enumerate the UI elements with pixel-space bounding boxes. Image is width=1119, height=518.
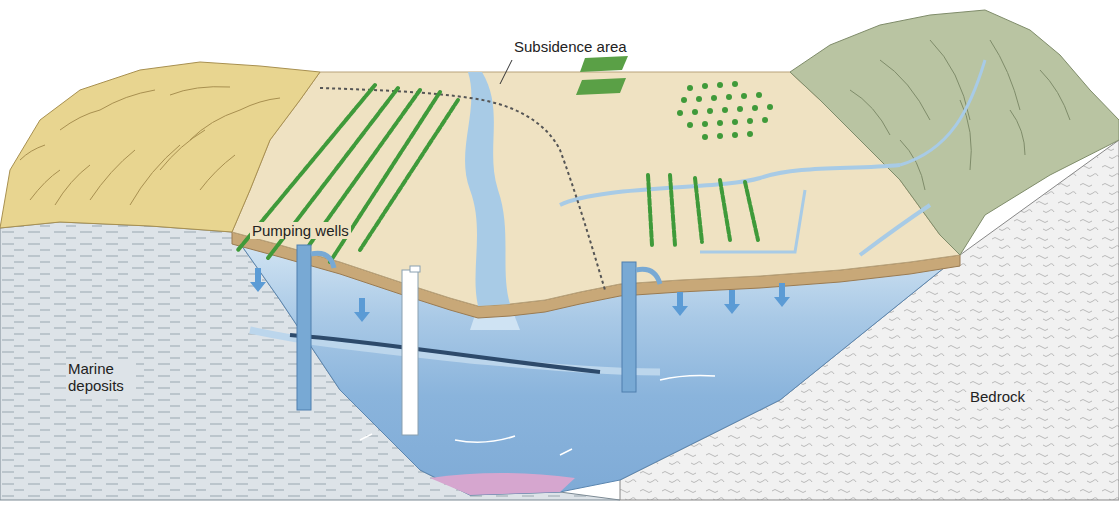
left-hills-part-part [30,145,180,205]
orchard-part [747,118,753,124]
streams-part [560,165,900,205]
subsidence-boundary [320,60,605,290]
streams-part [860,205,930,255]
pumping-wells-part [297,245,311,410]
right-mountains [790,10,1119,255]
region-label: Pumping wells [250,222,351,239]
orchard-part [756,92,762,98]
orchard-part [702,83,708,89]
pumping-wells-part [636,269,660,284]
recharge-arrows-part [354,298,370,322]
aquifer-part [360,434,572,455]
label-text: Subsidence area [514,38,627,55]
orchard-part [732,81,738,87]
subsidence-boundary-part [320,88,605,290]
left-hills-part [20,87,280,205]
crop-rows-part [648,175,652,245]
right-mountains-part-part [850,90,1025,190]
leader-line [500,60,512,84]
orchard-part [726,94,732,100]
crop-rows-part [360,100,458,250]
orchard-part [722,107,728,113]
orchard-part [752,105,758,111]
aquifer-part [430,473,575,495]
aquifer-part [455,436,515,442]
right-mountains-part [900,60,985,165]
region-label: Marine deposits [66,360,136,395]
aquifer-part [290,335,600,372]
crop-rows-part [720,180,730,240]
left-hills-part-part [20,98,280,190]
pumping-wells-part [410,266,420,272]
recharge-arrows-part [724,290,740,314]
orchard-part [702,121,708,127]
orchard-part [696,96,702,102]
recharge-arrows-part [672,292,688,316]
recharge-arrows [250,268,790,322]
region-label: Subsidence area [512,38,629,55]
crop-rows [238,85,758,262]
crop-rows-part [695,178,702,242]
orchard-part [732,119,738,125]
fields-part [576,78,626,95]
orchard-part [741,93,747,99]
crop-rows-part [745,182,758,240]
region-label: Bedrock [968,388,1027,405]
orchard-part [681,97,687,103]
orchard-part [711,95,717,101]
recharge-arrows-part [774,283,790,307]
orchard-part [677,110,683,116]
orchard-part [692,109,698,115]
orchard-part [717,133,723,139]
orchard-part [702,134,708,140]
streams [465,72,930,306]
crop-rows-part [670,175,675,245]
left-hills-part-part [60,87,240,140]
orchard-part [707,108,713,114]
label-text: Pumping wells [252,222,349,239]
pumping-wells [297,245,660,435]
orchard-part [732,132,738,138]
orchard-part [747,131,753,137]
label-text: Marine deposits [68,360,124,394]
pumping-wells-part [622,262,636,392]
orchard-part [737,106,743,112]
orchard-part [717,120,723,126]
fields [576,56,628,95]
orchard-part [717,82,723,88]
streams-part [465,72,510,306]
fields-part [580,56,628,72]
aquifer-part [660,376,715,381]
right-mountains-part-part [880,40,1070,120]
right-mountains-part [790,10,1119,255]
recharge-arrows-part [250,268,266,292]
pumping-wells-part [402,270,418,435]
orchard-part [687,85,693,91]
orchard-part [687,122,693,128]
orchard-part [762,117,768,123]
orchard-part [767,104,773,110]
orchard [677,81,773,140]
pumping-wells-part [311,253,334,268]
label-text: Bedrock [970,388,1025,405]
